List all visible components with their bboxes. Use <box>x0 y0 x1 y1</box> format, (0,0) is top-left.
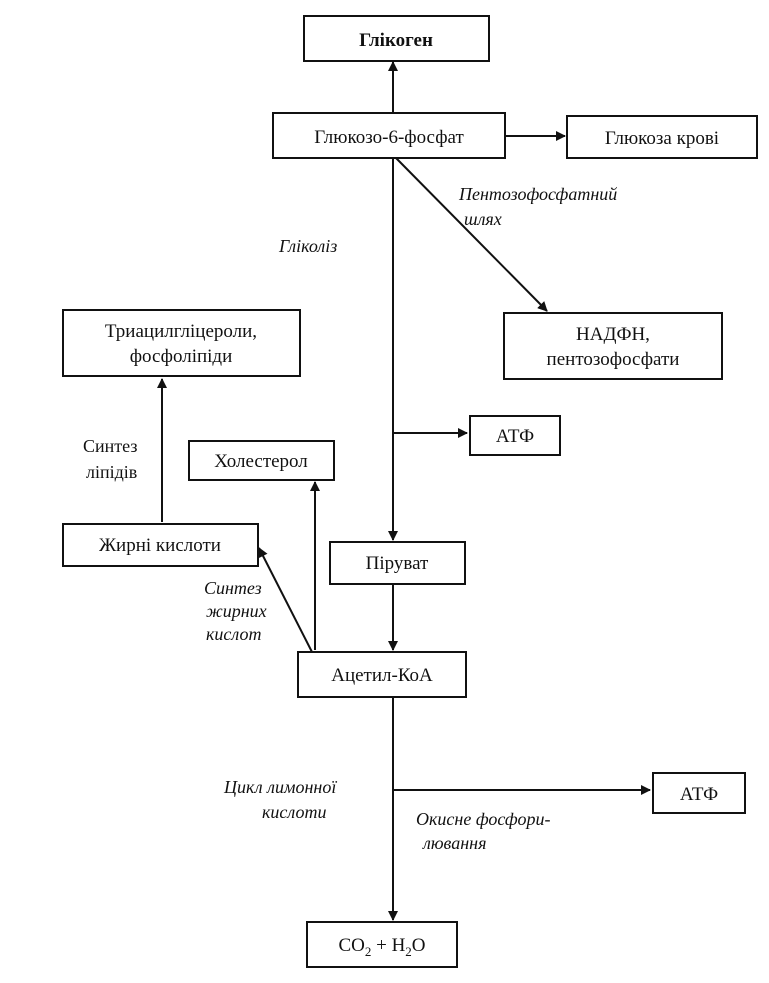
label-lipid-synthesis-line1: Синтез <box>83 436 137 456</box>
label-fa-synthesis-line3: кислот <box>206 624 261 644</box>
node-co2-h2o: CO2 + H2O <box>306 921 458 968</box>
node-triacylglycerols: Триацилгліцероли, фосфоліпіди <box>62 309 301 377</box>
node-cholesterol-label: Холестерол <box>214 451 308 472</box>
label-oxidative-phosphorylation-line2: лювання <box>422 833 486 853</box>
node-atp-oxphos-label: АТФ <box>680 784 718 805</box>
node-blood-glucose: Глюкоза крові <box>566 115 758 159</box>
label-krebs-cycle-line1: Цикл лимонної <box>223 777 337 797</box>
label-fa-synthesis-line1: Синтез <box>204 578 262 598</box>
node-co2-h2o-label: CO2 + H2O <box>338 935 425 959</box>
node-glucose-6-phosphate-label: Глюкозо-6-фосфат <box>314 127 464 148</box>
node-nadph: НАДФН, пентозофосфати <box>503 312 723 380</box>
plus-h-text: + H <box>371 935 405 956</box>
label-krebs-cycle-line2: кислоти <box>262 802 326 822</box>
node-cholesterol: Холестерол <box>188 440 335 481</box>
node-blood-glucose-label: Глюкоза крові <box>605 128 719 149</box>
node-glucose-6-phosphate: Глюкозо-6-фосфат <box>272 112 506 159</box>
label-glycolysis: Гліколіз <box>278 236 337 256</box>
node-atp-glycolysis: АТФ <box>469 415 561 456</box>
arrow-g6p-to-nadph <box>395 157 548 312</box>
node-fatty-acids: Жирні кислоти <box>62 523 259 567</box>
node-nadph-label-line2: пентозофосфати <box>547 349 680 370</box>
node-glycogen: Глікоген <box>303 15 490 62</box>
arrow-acetyl-coa-to-fatty-acids <box>258 547 313 653</box>
label-pentose-phosphate-line1: Пентозофосфатний <box>458 184 617 204</box>
label-fa-synthesis-line2: жирних <box>206 601 267 621</box>
node-acetyl-coa: Ацетил-КоА <box>297 651 467 698</box>
label-oxidative-phosphorylation-line1: Окисне фосфори- <box>416 809 550 829</box>
co2-text: CO <box>338 935 364 956</box>
node-triacylglycerols-label-line2: фосфоліпіди <box>130 346 233 367</box>
h2o-subscript: 2 <box>405 944 412 959</box>
node-triacylglycerols-label-line1: Триацилгліцероли, <box>105 321 257 342</box>
node-nadph-label-line1: НАДФН, <box>576 324 650 345</box>
label-lipid-synthesis-line2: ліпідів <box>86 462 137 482</box>
node-atp-glycolysis-label: АТФ <box>496 426 534 447</box>
node-atp-oxphos: АТФ <box>652 772 746 814</box>
node-pyruvate: Піруват <box>329 541 466 585</box>
node-pyruvate-label: Піруват <box>366 553 429 574</box>
node-glycogen-label: Глікоген <box>359 30 433 51</box>
node-acetyl-coa-label: Ацетил-КоА <box>331 665 433 686</box>
h2o-o-text: O <box>412 935 426 956</box>
co2-subscript: 2 <box>365 944 372 959</box>
node-fatty-acids-label: Жирні кислоти <box>99 535 221 556</box>
label-pentose-phosphate-line2: шлях <box>464 209 502 229</box>
